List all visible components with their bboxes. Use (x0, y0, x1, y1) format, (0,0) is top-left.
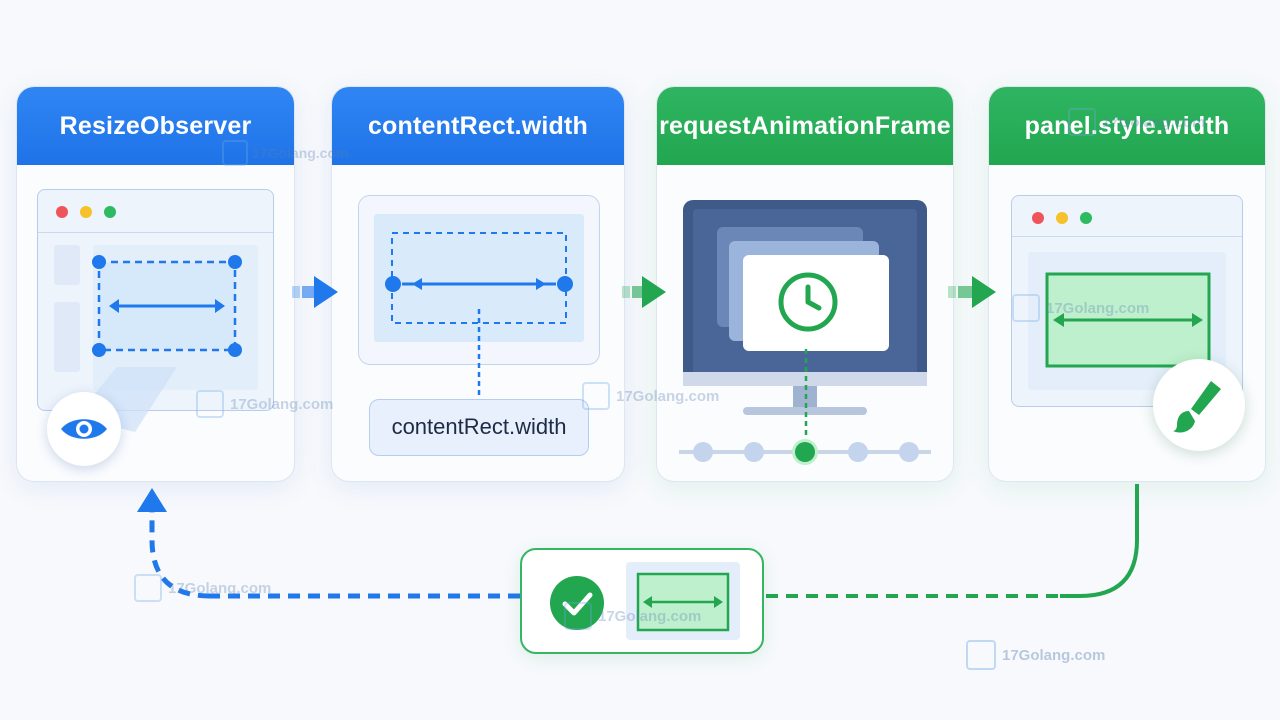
sidebar-placeholder (54, 302, 80, 372)
arrow-up-icon (137, 488, 167, 512)
content-rect-width-label: contentRect.width (391, 414, 567, 439)
watermark-logo-icon (134, 574, 162, 602)
window-dot-green (1080, 212, 1092, 224)
watermark-text: 17Golang.com (1046, 299, 1150, 317)
step-card-resize-observer: ResizeObserver (16, 86, 295, 482)
window-dot-red (56, 206, 68, 218)
window-dot-yellow (1056, 212, 1068, 224)
panel-width-illustration (1045, 272, 1211, 368)
result-summary-box (520, 548, 764, 654)
step-title-resize-observer: ResizeObserver (17, 87, 294, 165)
watermark-text: 17Golang.com (230, 395, 334, 413)
arrow-right-icon (622, 276, 666, 308)
step-card-content-rect-width: contentRect.width contentRect.width (331, 86, 625, 482)
eye-icon (47, 392, 121, 466)
paintbrush-icon (1153, 359, 1245, 451)
content-rect-width-label-box: contentRect.width (369, 399, 589, 456)
arrow-right-icon (292, 276, 338, 308)
watermark: 17Golang.com (966, 640, 1105, 670)
content-rect-illustration (374, 214, 584, 397)
arrow-right-icon (948, 276, 996, 308)
step-card-request-animation-frame: requestAnimationFrame (656, 86, 954, 482)
step-title-content-rect-width: contentRect.width (332, 87, 624, 165)
watermark-logo-icon (966, 640, 996, 670)
watermark: 17Golang.com (564, 602, 701, 630)
step-title-panel-style-width: panel.style.width (989, 87, 1265, 165)
watermark-logo-icon (1012, 294, 1040, 322)
watermark-text: 17Golang.com (168, 579, 272, 597)
step-title-request-animation-frame: requestAnimationFrame (657, 87, 953, 165)
watermark-text: 17Golang.com (252, 145, 349, 161)
watermark: 17Golang.com (1012, 294, 1149, 322)
watermark-logo-icon (222, 140, 248, 166)
checkmark-icon (550, 576, 604, 630)
resized-panel-preview (626, 562, 740, 640)
window-dot-yellow (80, 206, 92, 218)
watermark: 17Golang.com (196, 390, 333, 418)
watermark: 17Golang.com (134, 574, 271, 602)
window-dot-red (1032, 212, 1044, 224)
step-card-panel-style-width: panel.style.width (988, 86, 1266, 482)
monitor-illustration (679, 200, 931, 465)
watermark: 17Golang.com (1068, 108, 1205, 136)
watermark: 17Golang.com (582, 382, 719, 410)
sidebar-placeholder (54, 245, 80, 285)
watermark: 17Golang.com (222, 140, 348, 166)
watermark-text: 17Golang.com (1102, 113, 1206, 131)
watermark-logo-icon (196, 390, 224, 418)
window-dot-green (104, 206, 116, 218)
watermark-text: 17Golang.com (598, 607, 702, 625)
clock-icon (778, 272, 838, 332)
watermark-logo-icon (582, 382, 610, 410)
watermark-logo-icon (564, 602, 592, 630)
watermark-logo-icon (1068, 108, 1096, 136)
watermark-text: 17Golang.com (1002, 646, 1106, 664)
watermark-text: 17Golang.com (616, 387, 720, 405)
